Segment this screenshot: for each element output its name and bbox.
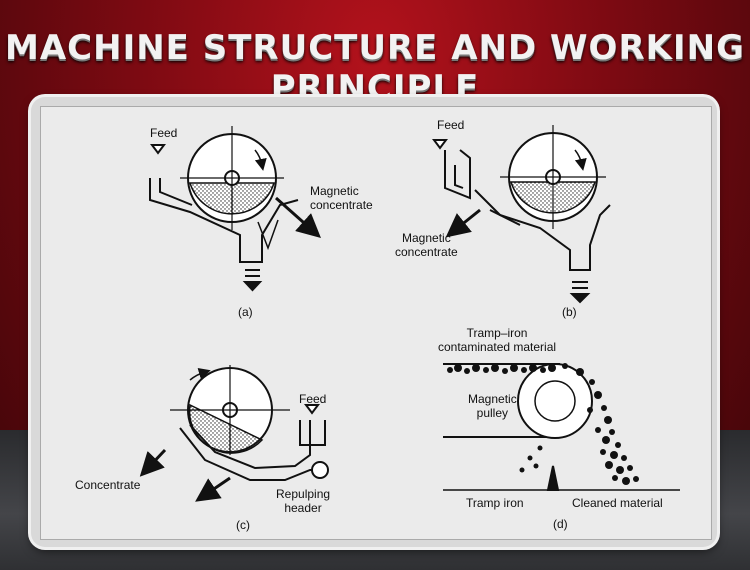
- feed-label-c: Feed: [299, 392, 327, 406]
- right-output-label-d: Cleaned material: [572, 496, 663, 510]
- output-label-a: Magnetic concentrate: [310, 184, 373, 212]
- top-label-d: Tramp–iron contaminated material: [438, 326, 557, 354]
- pulley-label-d: Magnetic pulley: [468, 392, 517, 420]
- caption-d: (d): [553, 517, 568, 531]
- output-label-b: Magnetic concentrate: [395, 231, 458, 259]
- conveyor-d: [443, 363, 680, 491]
- separator-b: [432, 125, 611, 304]
- feed-label-a: Feed: [150, 126, 178, 140]
- caption-a: (a): [238, 305, 253, 319]
- caption-b: (b): [562, 305, 577, 319]
- caption-c: (c): [236, 518, 250, 532]
- separator-c: [139, 365, 329, 502]
- left-output-label-d: Tramp iron: [466, 496, 524, 510]
- output-label-c: Concentrate: [75, 478, 141, 492]
- header-label-c: Repulping header: [276, 487, 331, 515]
- material-particles-d: [447, 363, 639, 485]
- separator-a: [149, 126, 321, 292]
- page-title: MACHINE STRUCTURE AND WORKING PRINCIPLE: [5, 28, 745, 108]
- feed-label-b: Feed: [437, 118, 465, 132]
